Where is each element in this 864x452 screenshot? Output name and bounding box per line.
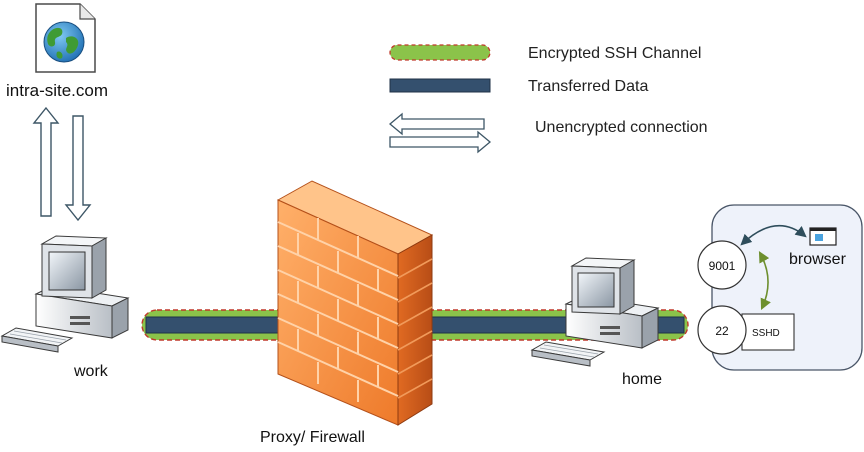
legend-encrypted-label: Encrypted SSH Channel bbox=[528, 45, 701, 62]
work-computer-icon bbox=[0, 235, 130, 353]
port-22-label: 22 bbox=[715, 324, 729, 338]
arrow-9001-browser bbox=[740, 224, 807, 246]
work-label: work bbox=[73, 363, 109, 380]
legend-data-label: Transferred Data bbox=[528, 78, 648, 95]
arrow-up-icon bbox=[32, 106, 60, 217]
brick-wall-icon bbox=[276, 180, 434, 426]
arrow-9001-sshd bbox=[758, 251, 771, 311]
home-computer-icon bbox=[530, 257, 660, 367]
legend: Encrypted SSH Channel Transferred Data U… bbox=[388, 44, 708, 154]
port-9001-label: 9001 bbox=[709, 259, 736, 273]
globe-icon bbox=[43, 21, 85, 63]
arrow-down-icon bbox=[64, 115, 92, 222]
site-link-arrows bbox=[32, 106, 92, 222]
home-detail-panel: 9001 SSHD 22 browser bbox=[697, 204, 863, 371]
site-label: intra-site.com bbox=[6, 81, 108, 100]
browser-label: browser bbox=[789, 251, 847, 268]
home-label: home bbox=[622, 371, 662, 388]
legend-data-swatch bbox=[389, 78, 491, 93]
legend-unencrypted-label: Unencrypted connection bbox=[535, 119, 708, 136]
legend-encrypted-swatch bbox=[389, 44, 491, 61]
firewall-label: Proxy/ Firewall bbox=[260, 429, 365, 446]
sshd-node: SSHD 22 bbox=[697, 305, 795, 355]
legend-unencrypted-swatch bbox=[388, 112, 492, 154]
site-document-icon bbox=[35, 3, 96, 73]
browser-window-icon bbox=[809, 227, 837, 246]
sshd-label: SSHD bbox=[752, 328, 780, 339]
port-9001-node: 9001 bbox=[697, 240, 747, 290]
